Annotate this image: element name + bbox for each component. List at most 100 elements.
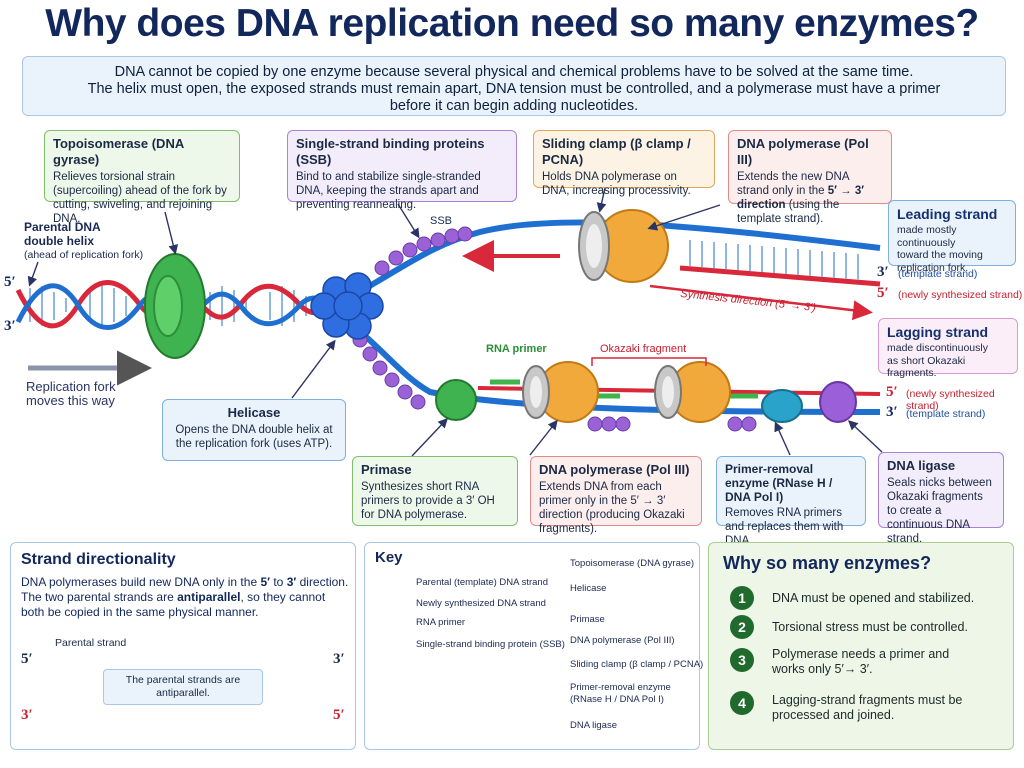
why-panel: Why so many enzymes? (708, 542, 1014, 750)
key-ssb: Single-strand binding protein (SSB) (416, 639, 565, 650)
key-rnase-2: (RNase H / DNA Pol I) (570, 694, 664, 705)
polymerase-top-desc: Extends the new DNA strand only in the 5… (737, 171, 864, 225)
leading-strand-box: Leading strand made mostly continuously … (888, 200, 1016, 274)
page-title: Why does DNA replication need so many en… (45, 2, 979, 45)
key-parental: Parental (template) DNA strand (416, 577, 549, 588)
sliding-clamp-desc: Holds DNA polymerase on DNA, increasing … (542, 171, 691, 197)
why-item-3: Polymerase needs a primer and works only… (772, 647, 950, 676)
topoisomerase-desc: Relieves torsional strain (supercoiling)… (53, 171, 227, 225)
lagging-template-note: (template strand) (906, 408, 986, 420)
leading-5-prime: 5′ (877, 285, 889, 301)
primase-desc: Synthesizes short RNA primers to provide… (361, 481, 495, 521)
directionality-title: Strand directionality (21, 551, 176, 568)
directionality-panel: Strand directionality DNA polymerases bu… (10, 542, 356, 750)
key-topo: Topoisomerase (DNA gyrase) (570, 558, 695, 569)
key-helicase: Helicase (570, 583, 607, 594)
key-primase: Primase (570, 614, 605, 625)
intro-line-1: DNA cannot be copied by one enzyme becau… (114, 64, 914, 80)
ssb-box: Single-strand binding proteins (SSB) Bin… (287, 130, 517, 211)
okazaki-bracket (591, 357, 707, 366)
topoisomerase-title: Topoisomerase (DNA gyrase) (53, 136, 184, 167)
polymerase-top-box: DNA polymerase (Pol III) Extends the new… (728, 130, 892, 225)
sliding-clamp-title: Sliding clamp (β clamp / PCNA) (542, 136, 691, 167)
helicase-desc: Opens the DNA double helix at the replic… (175, 424, 333, 450)
ligase-desc: Seals nicks between Okazaki fragments to… (887, 477, 992, 545)
leading-rungs (689, 240, 859, 280)
key-polymerase: DNA polymerase (Pol III) (570, 635, 675, 646)
key-new: Newly synthesized DNA strand (416, 598, 546, 609)
fork-moves-label: Replication fork moves this way (26, 379, 116, 408)
leading-new-strand (679, 265, 881, 287)
lagging-new-note: (newly synthesized strand) (906, 388, 995, 412)
helicase-box: Helicase Opens the DNA double helix at t… (162, 399, 346, 461)
lagging-strand-box: Lagging strand made discontinuously as s… (878, 318, 1018, 379)
rna-primer-label: RNA primer (486, 343, 547, 355)
leading-new-note: (newly synthesized strand) (898, 289, 1023, 301)
intro-line-3: before it can begin adding nucleotides. (389, 98, 639, 114)
key-primer: RNA primer (416, 617, 466, 628)
lagging-polymerase-1 (522, 361, 599, 423)
intro-line-2: The helix must open, the exposed strands… (87, 81, 941, 97)
leading-template-note: (template strand) (898, 268, 978, 280)
why-title: Why so many enzymes? (723, 553, 932, 573)
topoisomerase-shape (144, 253, 206, 359)
why-num-2: 2 (730, 615, 754, 639)
primase-box: Primase Synthesizes short RNA primers to… (352, 456, 518, 526)
leading-strand-desc: made mostly continuously toward the movi… (897, 224, 983, 274)
key-panel: Key (364, 542, 700, 750)
ligase-title: DNA ligase (887, 458, 956, 473)
helicase-shape (310, 272, 384, 340)
primer-removal-title: Primer-removal enzyme (RNase H / DNA Pol… (725, 462, 833, 504)
polymerase-bottom-desc: Extends DNA from each primer only in the… (539, 481, 685, 535)
lagging-strand-title: Lagging strand (887, 324, 989, 340)
left-3-prime: 3′ (4, 318, 16, 334)
parental-dna-label: Parental DNA double helix (ahead of repl… (24, 220, 144, 261)
lagging-strand-desc: made discontinuously as short Okazaki fr… (887, 342, 988, 379)
polymerase-top-title: DNA polymerase (Pol III) (737, 136, 869, 167)
key-rnase-1: Primer-removal enzyme (570, 682, 671, 693)
ligase-box: DNA ligase Seals nicks between Okazaki f… (878, 452, 1004, 545)
sliding-clamp-box: Sliding clamp (β clamp / PCNA) Holds DNA… (533, 130, 715, 197)
lagging-template-strand (343, 317, 881, 415)
primase-shape (435, 379, 477, 421)
ligase-shape (819, 381, 857, 423)
key-ligase: DNA ligase (570, 720, 617, 731)
pointer-lines (27, 187, 883, 457)
rnase-shape (761, 389, 803, 423)
ssb-label: SSB (430, 215, 453, 227)
primer-removal-box: Primer-removal enzyme (RNase H / DNA Pol… (716, 456, 866, 547)
leading-strand-title: Leading strand (897, 206, 998, 222)
topoisomerase-box: Topoisomerase (DNA gyrase) Relieves tors… (44, 130, 240, 225)
intro-box: DNA cannot be copied by one enzyme becau… (22, 56, 1006, 116)
why-num-4: 4 (730, 691, 754, 715)
okazaki-label: Okazaki fragment (600, 343, 687, 355)
ssb-title: Single-strand binding proteins (SSB) (296, 136, 485, 167)
leading-3-prime: 3′ (877, 264, 889, 280)
polymerase-bottom-box: DNA polymerase (Pol III) Extends DNA fro… (530, 456, 702, 535)
parental-strand-label: Parental strand (55, 637, 127, 649)
helicase-title: Helicase (227, 405, 281, 420)
dir-bottom-5: 5′ (333, 707, 345, 723)
primer-removal-desc: Removes RNA primers and replaces them wi… (725, 507, 844, 547)
antiparallel-note: The parental strands are antiparallel. (103, 669, 263, 705)
dir-top-3: 3′ (333, 651, 345, 667)
why-item-2: Torsional stress must be controlled. (772, 620, 968, 634)
polymerase-bottom-title: DNA polymerase (Pol III) (539, 462, 690, 477)
key-title: Key (375, 549, 403, 566)
lagging-polymerase-2 (654, 361, 731, 423)
synthesis-direction-arrow (649, 284, 873, 321)
ssb-proteins (352, 226, 757, 432)
directionality-text: DNA polymerases build new DNA only in th… (21, 575, 349, 619)
ssb-desc: Bind to and stabilize single-stranded DN… (296, 171, 481, 211)
dir-top-5: 5′ (21, 651, 33, 667)
lagging-3-prime: 3′ (886, 404, 898, 420)
dir-bottom-3: 3′ (21, 707, 33, 723)
key-clamp: Sliding clamp (β clamp / PCNA) (570, 659, 704, 670)
why-item-4: Lagging-strand fragments must be process… (772, 693, 963, 722)
primase-title: Primase (361, 462, 412, 477)
leading-polymerase-shape (578, 209, 669, 283)
lagging-5-prime: 5′ (886, 384, 898, 400)
left-5-prime: 5′ (4, 274, 16, 290)
why-item-1: DNA must be opened and stabilized. (772, 591, 975, 605)
